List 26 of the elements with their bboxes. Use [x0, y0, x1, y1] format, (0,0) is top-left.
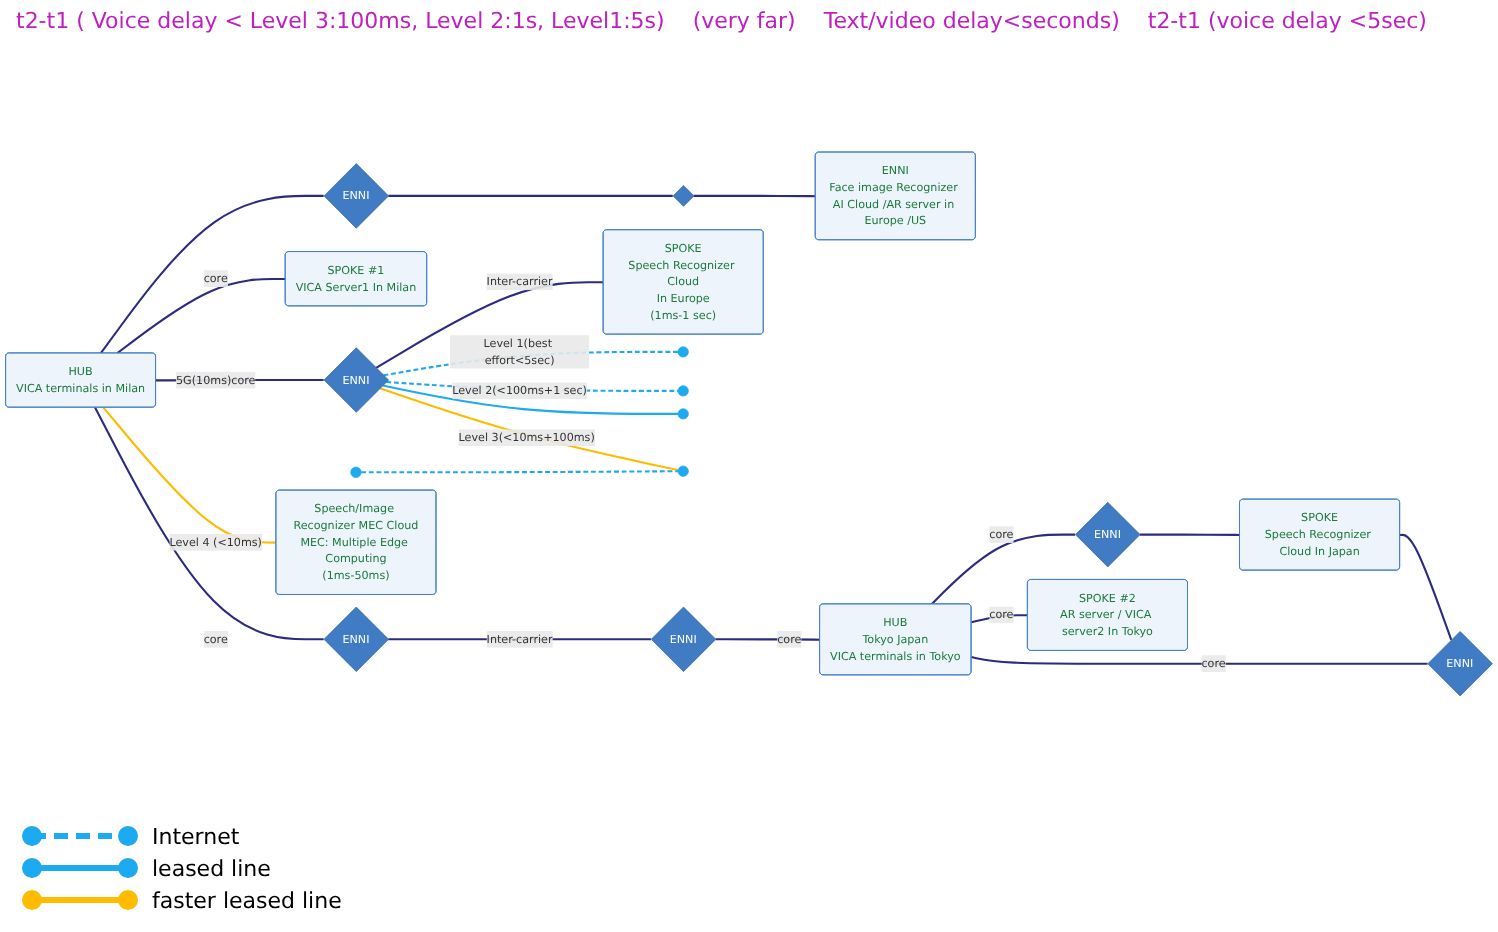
connector: [361, 470, 678, 474]
connector: [100, 194, 324, 354]
node-circle: [350, 466, 362, 478]
node-diamond: [672, 185, 695, 207]
delay-note: t2-t1 (voice delay <5sec): [1147, 8, 1427, 34]
legend-label: Internet: [152, 823, 240, 849]
delay-note: Text/video delay<seconds): [823, 8, 1120, 34]
node-circle: [677, 346, 689, 358]
legend-label: faster leased line: [152, 887, 342, 913]
connector: [693, 194, 816, 198]
connector: [930, 533, 1076, 605]
connector: [1139, 533, 1240, 536]
connector: [382, 384, 678, 415]
connector: [116, 277, 286, 355]
connector: [379, 387, 679, 472]
connector: [1399, 533, 1453, 641]
connector: [375, 281, 604, 369]
connector: [388, 194, 673, 197]
node-circle: [677, 385, 689, 397]
delay-note: t2-t1 ( Voice delay < Level 3:100ms, Level 2:1s, Level1:5s): [16, 8, 665, 34]
connector: [971, 656, 1428, 665]
node-circle: [677, 408, 689, 420]
node-circle: [677, 465, 689, 477]
legend-label: leased line: [152, 855, 271, 881]
delay-note: (very far): [692, 8, 796, 34]
connector: [715, 638, 820, 641]
